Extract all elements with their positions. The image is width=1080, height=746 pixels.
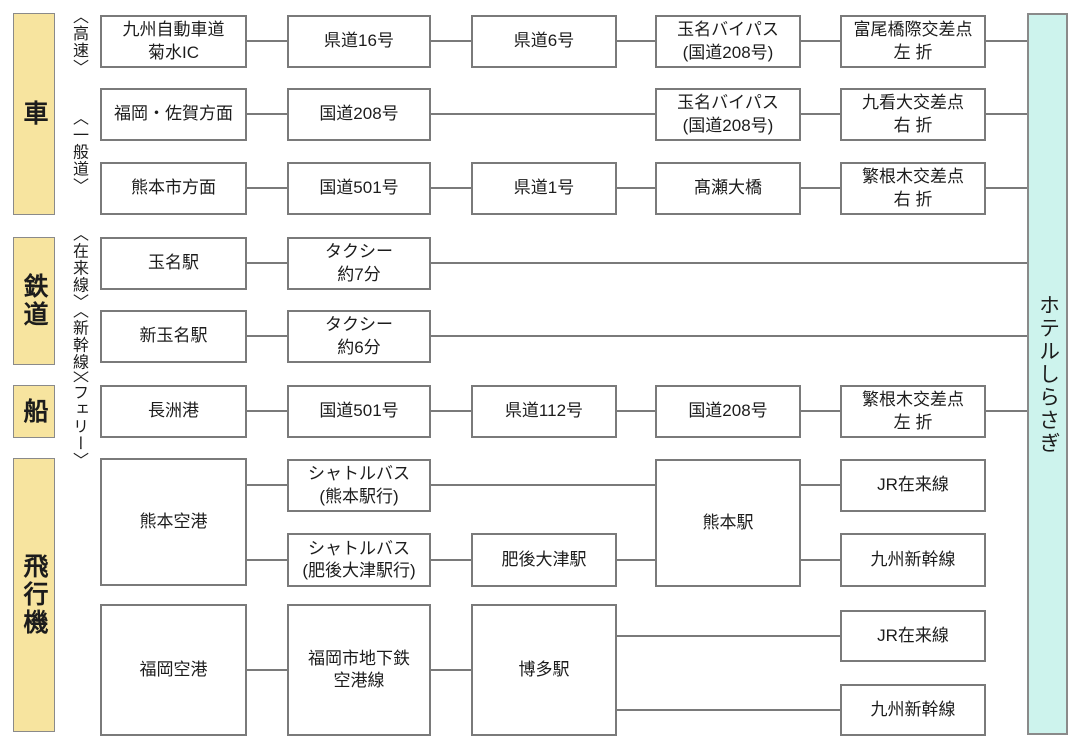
connector-line: [986, 113, 1027, 115]
node-kumamoto-station: 熊本駅: [655, 459, 801, 587]
route-type-ferry: 〈フェリー〉: [70, 367, 87, 469]
connector-line: [431, 40, 471, 42]
route-type-conventional-line: 〈在来線〉: [70, 225, 87, 311]
node-tamana-bypass-1: 玉名バイパス (国道208号): [655, 15, 801, 68]
connector-line: [247, 559, 287, 561]
node-fukuoka-subway-airport-line: 福岡市地下鉄 空港線: [287, 604, 431, 736]
category-car: 車: [13, 13, 55, 215]
connector-line: [801, 187, 840, 189]
connector-line: [801, 410, 840, 412]
connector-line: [801, 484, 840, 486]
route-type-expressway: 〈高速〉: [70, 8, 87, 76]
connector-line: [986, 40, 1027, 42]
connector-line: [431, 410, 471, 412]
connector-line: [986, 410, 1027, 412]
connector-line: [617, 40, 655, 42]
node-kyushu-expressway-kikusui-ic: 九州自動車道 菊水IC: [100, 15, 247, 68]
node-kumamoto-city-direction: 熊本市方面: [100, 162, 247, 215]
connector-line: [431, 113, 655, 115]
node-kyushu-shinkansen-bottom: 九州新幹線: [840, 684, 986, 736]
node-tamana-station: 玉名駅: [100, 237, 247, 290]
node-pref-road-16: 県道16号: [287, 15, 431, 68]
connector-line: [247, 669, 287, 671]
route-type-shinkansen: 〈新幹線〉: [70, 302, 87, 388]
connector-line: [247, 113, 287, 115]
connector-line: [247, 484, 287, 486]
node-hannegi-intersection-left: 繁根木交差点 左 折: [840, 385, 986, 438]
node-kumamoto-airport: 熊本空港: [100, 458, 247, 586]
connector-line: [431, 187, 471, 189]
connector-line: [247, 335, 287, 337]
node-jr-conventional-line-top: JR在来線: [840, 459, 986, 512]
node-hakata-station: 博多駅: [471, 604, 617, 736]
connector-line: [986, 187, 1027, 189]
node-tomiobashigiwa-intersection: 富尾橋際交差点 左 折: [840, 15, 986, 68]
node-fukuoka-saga-direction: 福岡・佐賀方面: [100, 88, 247, 141]
connector-line: [247, 262, 287, 264]
node-taxi-7min: タクシー 約7分: [287, 237, 431, 290]
node-national-road-208-b: 国道208号: [655, 385, 801, 438]
node-national-road-501-a: 国道501号: [287, 162, 431, 215]
connector-line: [801, 559, 840, 561]
node-shuttle-bus-higo-ozu-station: シャトルバス (肥後大津駅行): [287, 533, 431, 587]
connector-line: [431, 484, 655, 486]
node-taxi-6min: タクシー 約6分: [287, 310, 431, 363]
node-jr-conventional-line-bottom: JR在来線: [840, 610, 986, 662]
node-kyukandai-intersection: 九看大交差点 右 折: [840, 88, 986, 141]
category-ship: 船: [13, 385, 55, 438]
connector-line: [617, 187, 655, 189]
node-pref-road-1: 県道1号: [471, 162, 617, 215]
connector-line: [431, 559, 471, 561]
category-rail: 鉄道: [13, 237, 55, 365]
connector-line: [247, 410, 287, 412]
category-airplane: 飛行機: [13, 458, 55, 732]
connector-line: [431, 262, 1027, 264]
connector-line: [617, 709, 840, 711]
route-type-ordinary-road: 〈一般道〉: [70, 109, 87, 195]
connector-line: [247, 187, 287, 189]
node-takase-bridge: 髙瀬大橋: [655, 162, 801, 215]
connector-line: [801, 113, 840, 115]
connector-line: [617, 635, 840, 637]
connector-line: [431, 335, 1027, 337]
node-shin-tamana-station: 新玉名駅: [100, 310, 247, 363]
node-shuttle-bus-kumamoto-station: シャトルバス (熊本駅行): [287, 459, 431, 512]
connector-line: [431, 669, 471, 671]
connector-line: [617, 410, 655, 412]
node-nagasu-port: 長洲港: [100, 385, 247, 438]
node-kyushu-shinkansen-top: 九州新幹線: [840, 533, 986, 587]
node-pref-road-112: 県道112号: [471, 385, 617, 438]
node-fukuoka-airport: 福岡空港: [100, 604, 247, 736]
node-national-road-501-b: 国道501号: [287, 385, 431, 438]
node-hannegi-intersection-right: 繁根木交差点 右 折: [840, 162, 986, 215]
hotel-shirasagi-bar: ホテルしらさぎ: [1027, 13, 1068, 735]
node-national-road-208-a: 国道208号: [287, 88, 431, 141]
node-pref-road-6: 県道6号: [471, 15, 617, 68]
connector-line: [247, 40, 287, 42]
connector-line: [617, 559, 655, 561]
node-higo-ozu-station: 肥後大津駅: [471, 533, 617, 587]
connector-line: [801, 40, 840, 42]
node-tamana-bypass-2: 玉名バイパス (国道208号): [655, 88, 801, 141]
